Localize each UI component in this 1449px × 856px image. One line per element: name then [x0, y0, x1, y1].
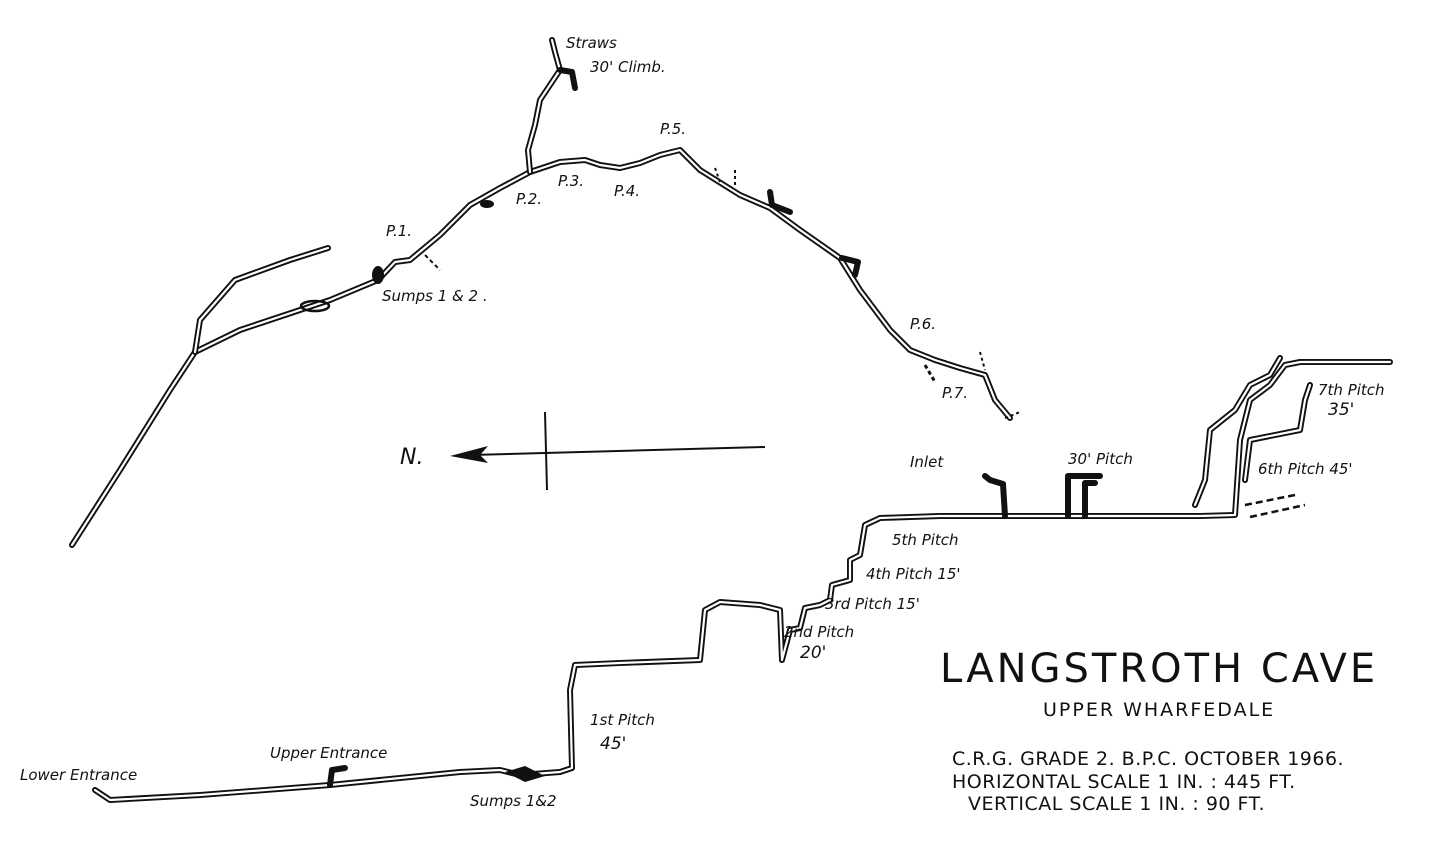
vertical-scale-line: VERTICAL SCALE 1 IN. : 90 FT. — [968, 793, 1266, 815]
pitch3-label: 3rd Pitch 15' — [825, 595, 920, 613]
sumps-plan-label: Sumps 1 & 2 . — [382, 287, 488, 305]
pitch6-dashes — [1244, 493, 1306, 519]
climb-label: 30' Climb. — [590, 58, 666, 76]
plan-p6-side — [839, 255, 861, 278]
p1-label: P.1. — [386, 222, 413, 240]
plan-west-loop — [192, 245, 331, 355]
page-title: LANGSTROTH CAVE — [940, 646, 1379, 692]
north-arrow — [450, 411, 766, 491]
sump-section-marker — [505, 766, 545, 782]
p2-pool-marker — [480, 200, 494, 208]
pitch30-label: 30' Pitch — [1068, 450, 1133, 468]
pitch2-label: 2nd Pitch — [784, 623, 855, 641]
plan-side-passage-dashed — [424, 254, 441, 271]
grade-line: C.R.G. GRADE 2. B.P.C. OCTOBER 1966. — [952, 748, 1345, 770]
plan-oxbow — [767, 189, 793, 215]
section-upper-level — [1192, 355, 1313, 508]
plan-chamber — [299, 299, 331, 313]
pitch5-label: 5th Pitch — [892, 531, 959, 549]
sumps-section-label: Sumps 1&2 — [470, 792, 557, 810]
inlet-label: Inlet — [910, 453, 944, 471]
inlet-passage — [982, 473, 1008, 519]
upper-entrance-label: Upper Entrance — [270, 744, 388, 762]
upper-entrance-shaft — [327, 765, 348, 788]
p7-label: P.7. — [942, 384, 969, 402]
straws-label: Straws — [566, 34, 617, 52]
p3-label: P.3. — [558, 172, 585, 190]
pitch1-label: 1st Pitch — [590, 711, 655, 729]
plan-p6-dashed — [923, 364, 937, 383]
plan-p5-dashes — [714, 167, 736, 185]
plan-main-passage — [69, 147, 1013, 548]
horizontal-scale-line: HORIZONTAL SCALE 1 IN. : 445 FT. — [952, 771, 1296, 793]
pitch7-depth-label: 35' — [1328, 400, 1355, 420]
p6-label: P.6. — [910, 315, 937, 333]
section-view — [92, 355, 1393, 803]
p4-label: P.4. — [614, 182, 641, 200]
north-label: N. — [400, 445, 424, 470]
plan-view — [69, 37, 1021, 548]
page-subtitle: UPPER WHARFEDALE — [1043, 699, 1276, 721]
pitch1-depth-label: 45' — [600, 734, 627, 754]
30ft-pitch-shaft — [1065, 473, 1103, 519]
pitch7-label: 7th Pitch — [1318, 381, 1385, 399]
p5-label: P.5. — [660, 120, 687, 138]
section-main-passage — [92, 359, 1393, 803]
plan-straws-branch — [525, 37, 578, 175]
pitch6-label: 6th Pitch 45' — [1258, 460, 1353, 478]
p2-label: P.2. — [516, 190, 543, 208]
sump-marker — [372, 266, 384, 284]
pitch4-label: 4th Pitch 15' — [866, 565, 961, 583]
lower-entrance-label: Lower Entrance — [20, 766, 138, 784]
pitch2-depth-label: 20' — [800, 643, 827, 663]
plan-end-dashes — [979, 351, 1021, 419]
